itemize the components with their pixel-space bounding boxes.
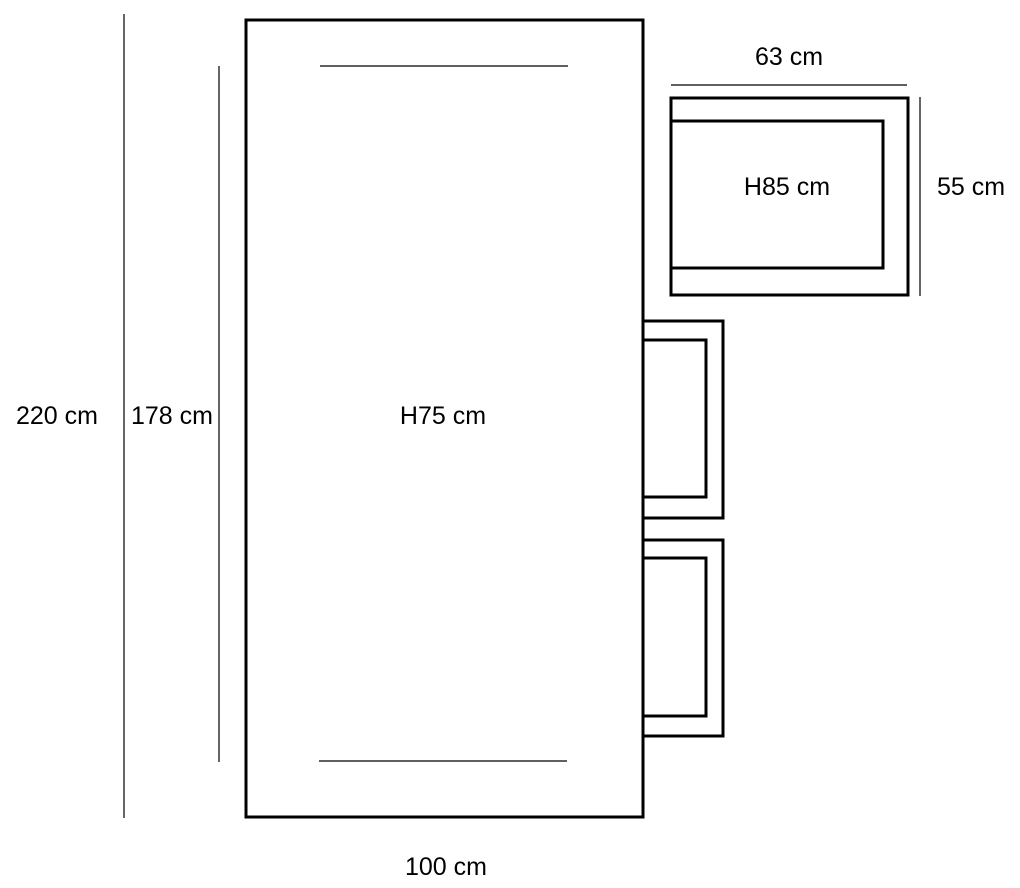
- inner-length-label: 178 cm: [131, 402, 213, 430]
- chair-2-inner-outline: [641, 556, 708, 718]
- chair-1-inner-outline: [641, 338, 708, 499]
- total-length-label: 220 cm: [16, 402, 98, 430]
- table-width-label: 100 cm: [405, 853, 487, 881]
- cabinet-width-label: 63 cm: [755, 43, 823, 71]
- cabinet-height-label: H85 cm: [744, 173, 830, 201]
- table-height-label: H75 cm: [400, 402, 486, 430]
- cabinet-depth-label: 55 cm: [937, 173, 1005, 201]
- chair-1-outer-outline: [641, 319, 725, 520]
- chair-2-outer-outline: [641, 538, 725, 738]
- cabinet-inner-outline: [669, 119, 885, 270]
